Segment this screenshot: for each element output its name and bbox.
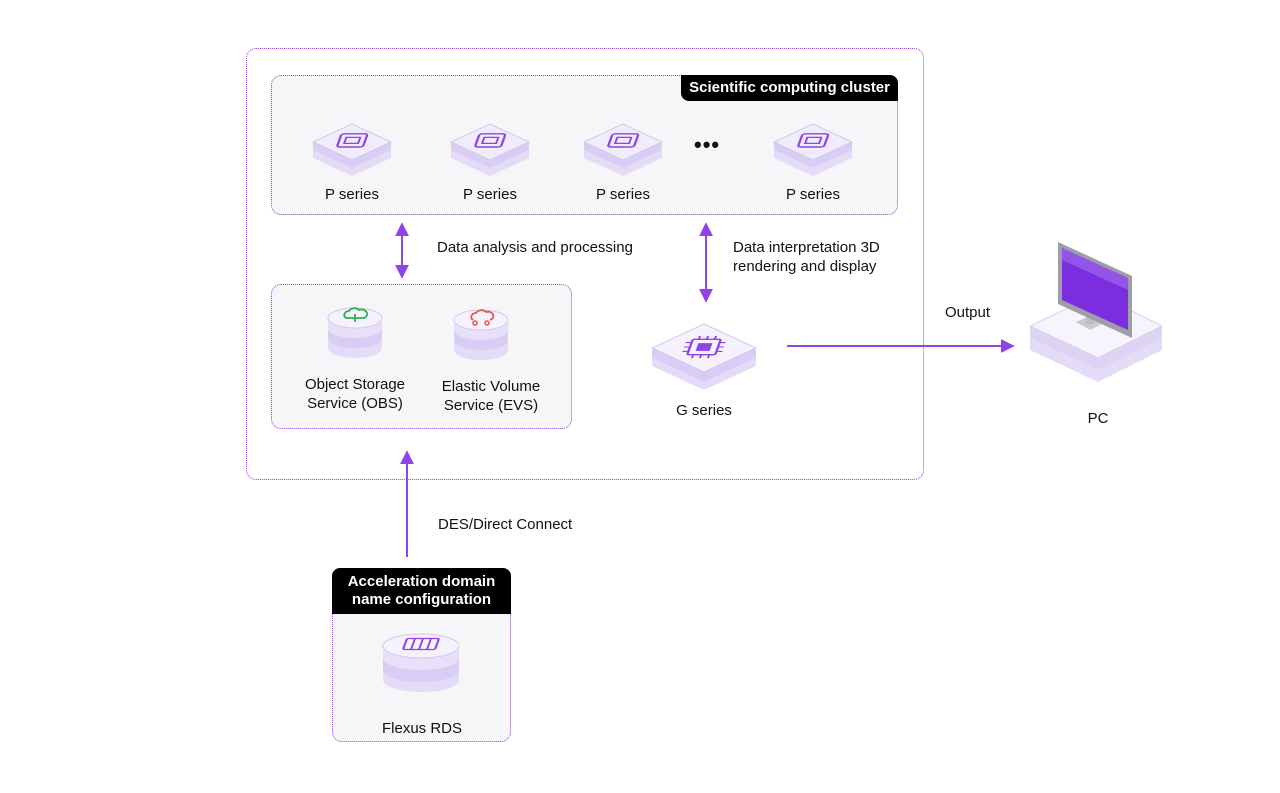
outer-region [246, 48, 924, 480]
acceleration-title-line-1: Acceleration domain [347, 573, 496, 590]
monitor-icon [1028, 242, 1164, 382]
evs-label-line-2: Service (EVS) [443, 397, 539, 414]
pc-label: PC [1087, 410, 1109, 427]
server-icon [772, 123, 854, 176]
storage-cylinder-icon [327, 307, 383, 358]
g-series-label: G series [676, 402, 732, 419]
p-series-node-4: P series [770, 120, 856, 204]
interpretation-line-1: Data interpretation 3D [733, 239, 880, 256]
edge-label-analysis: Data analysis and processing [437, 239, 633, 256]
obs-node: Object Storage Service (OBS) [290, 302, 420, 413]
g-series-node: G series [648, 318, 760, 420]
flexus-rds-label: Flexus RDS [381, 720, 463, 737]
p-series-label: P series [786, 186, 840, 203]
interpretation-line-2: rendering and display [733, 258, 877, 275]
p-series-node-2: P series [447, 120, 533, 204]
database-icon [382, 633, 460, 692]
server-icon [311, 123, 393, 176]
edge-label-output: Output [945, 304, 991, 321]
p-series-label: P series [325, 186, 379, 203]
obs-label-line-2: Service (OBS) [307, 395, 403, 412]
pc-node: PC [1028, 240, 1168, 428]
gpu-server-icon [650, 323, 758, 390]
evs-label-line-1: Elastic Volume [441, 378, 541, 395]
cluster-title: Scientific computing cluster [681, 75, 898, 101]
acceleration-title: Acceleration domain name configuration [332, 568, 511, 614]
ellipsis: ••• [694, 132, 721, 157]
server-icon [449, 123, 531, 176]
acceleration-box: Acceleration domain name configuration [332, 568, 511, 742]
edge-label-connect: DES/Direct Connect [438, 516, 573, 533]
flexus-rds-node: Flexus RDS [360, 630, 484, 738]
evs-icon [470, 309, 495, 326]
p-series-label: P series [463, 186, 517, 203]
storage-cylinder-icon [453, 309, 509, 360]
p-series-label: P series [596, 186, 650, 203]
evs-node: Elastic Volume Service (EVS) [426, 304, 556, 415]
obs-icon [343, 307, 368, 322]
p-series-node-3: P series [580, 120, 666, 204]
edge-label-interpretation: Data interpretation 3D rendering and dis… [733, 238, 880, 276]
obs-label-line-1: Object Storage [304, 376, 406, 393]
p-series-node-1: P series [309, 120, 395, 204]
acceleration-title-line-2: name configuration [351, 591, 492, 608]
storage-box [271, 284, 572, 429]
server-icon [582, 123, 664, 176]
